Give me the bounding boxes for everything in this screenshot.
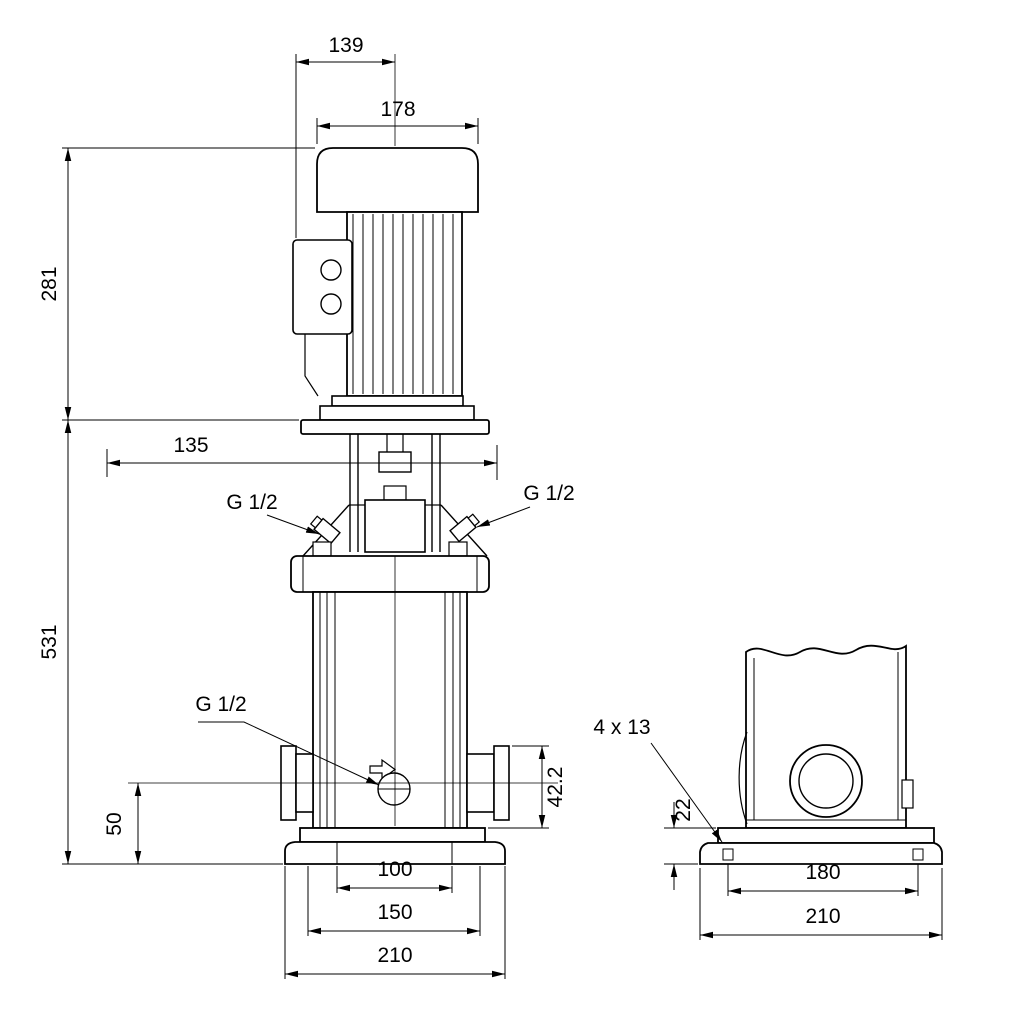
cable-entry-hole xyxy=(320,293,342,315)
dim-42-2-label: 42.2 xyxy=(544,767,567,808)
dim-210-side: 210 xyxy=(699,868,943,940)
g12-drain-label: G 1/2 xyxy=(195,693,246,716)
staybolt-nut-left xyxy=(312,541,332,557)
dim-139-label: 139 xyxy=(328,34,363,57)
dim-180: 180 xyxy=(727,861,919,896)
terminal-box-bracket xyxy=(304,334,319,397)
label-g12-drain: G 1/2 xyxy=(195,693,380,786)
base-bolt-hole xyxy=(912,848,924,861)
dim-281-label: 281 xyxy=(38,266,61,301)
staybolt-nut-right xyxy=(448,541,468,557)
label-4x13: 4 x 13 xyxy=(593,716,723,843)
shaft-seal-block xyxy=(383,485,407,501)
base-bolt-hole xyxy=(722,848,734,861)
dim-210-front: 210 xyxy=(284,866,506,979)
port-inner-circle xyxy=(798,753,854,809)
dim-100: 100 xyxy=(336,858,453,893)
motor-fan-cover xyxy=(316,147,479,213)
coupling-lantern xyxy=(302,434,488,557)
dim-531: 531 xyxy=(38,420,283,865)
side-sleeve-broken xyxy=(745,644,907,829)
dim-281: 281 xyxy=(38,147,315,421)
motor-stool-plate xyxy=(300,419,490,435)
side-view xyxy=(699,644,943,865)
dim-178: 178 xyxy=(316,98,479,144)
dim-135: 135 xyxy=(106,434,498,480)
port-outer-circle xyxy=(789,744,863,818)
dim-178-label: 178 xyxy=(380,98,415,121)
side-base-plate xyxy=(717,827,935,844)
side-base-foot-flange xyxy=(699,842,943,865)
dim-50-label: 50 xyxy=(103,812,126,835)
side-clamp-left xyxy=(738,731,748,825)
bolt-holes-label: 4 x 13 xyxy=(593,716,650,739)
dimensions: 139 178 281 531 135 G 1/2 xyxy=(38,34,943,979)
label-g12-left: G 1/2 xyxy=(226,491,320,535)
motor xyxy=(292,147,479,397)
base-front xyxy=(284,827,506,865)
dim-135-label: 135 xyxy=(173,434,208,457)
nameplate xyxy=(364,499,426,553)
dim-531-label: 531 xyxy=(38,624,61,659)
motor-flange xyxy=(300,395,490,435)
dim-210-front-label: 210 xyxy=(377,944,412,967)
base-foot-flange xyxy=(284,841,506,865)
motor-body xyxy=(346,211,463,397)
label-g12-right: G 1/2 xyxy=(476,482,575,528)
dim-42-2: 42.2 xyxy=(488,745,567,829)
g12-right-label: G 1/2 xyxy=(523,482,574,505)
vent-plug-left xyxy=(309,515,341,545)
base-side xyxy=(699,827,943,865)
coupling-block xyxy=(378,451,412,473)
base-plate xyxy=(299,827,486,843)
front-view xyxy=(280,147,510,865)
dim-150: 150 xyxy=(307,866,481,936)
dim-50: 50 xyxy=(103,783,142,864)
dim-150-label: 150 xyxy=(377,901,412,924)
centerlines xyxy=(128,54,558,826)
dim-22: 22 xyxy=(664,798,716,890)
drain xyxy=(369,758,411,806)
vent-plug-right xyxy=(449,513,481,543)
cable-entry-hole xyxy=(320,259,342,281)
ports xyxy=(280,745,510,821)
dim-22-label: 22 xyxy=(672,798,695,821)
dim-139: 139 xyxy=(295,34,395,238)
motor-foot-step xyxy=(331,395,464,407)
motor-cooling-fins xyxy=(352,214,454,394)
dim-180-label: 180 xyxy=(805,861,840,884)
side-clamp-right xyxy=(901,779,914,809)
pump-head-flange xyxy=(290,555,490,593)
motor-flange-plate xyxy=(319,405,475,421)
g12-left-label: G 1/2 xyxy=(226,491,277,514)
terminal-box xyxy=(292,239,353,335)
dim-100-label: 100 xyxy=(377,858,412,881)
dim-210-side-label: 210 xyxy=(805,905,840,928)
